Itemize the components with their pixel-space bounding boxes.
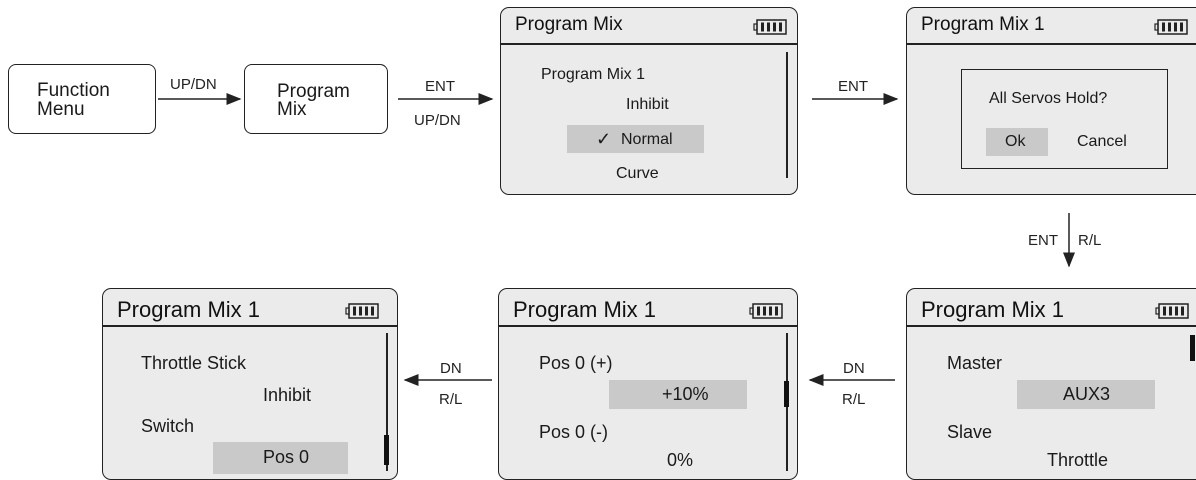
screen-title: Program Mix 1 xyxy=(921,14,1045,35)
screen-mix-select: Program Mix Program Mix 1 Inhibit ✓ Norm… xyxy=(500,7,798,195)
arrow-label-ent-1: ENT xyxy=(425,78,455,95)
program-mix-box[interactable]: Program Mix xyxy=(244,64,388,134)
title-divider xyxy=(907,325,1196,327)
battery-icon xyxy=(749,303,783,319)
title-divider xyxy=(103,325,397,327)
scrollbar-thumb[interactable] xyxy=(784,381,789,407)
slave-value[interactable]: Throttle xyxy=(1047,450,1109,470)
ok-button-label[interactable]: Ok xyxy=(1005,133,1026,150)
function-menu-box[interactable]: Function Menu xyxy=(8,64,156,134)
option-normal[interactable]: Normal xyxy=(621,131,673,148)
arrow-label-updn-1: UP/DN xyxy=(170,76,217,93)
screen-title: Program Mix 1 xyxy=(921,297,1065,322)
throttle-stick-value[interactable]: Inhibit xyxy=(263,385,312,405)
arrow-label-rl-3: R/L xyxy=(439,391,463,408)
master-value-highlight[interactable] xyxy=(1017,380,1155,409)
master-label: Master xyxy=(947,353,1003,373)
title-divider xyxy=(499,325,797,327)
switch-value-highlight[interactable] xyxy=(213,442,348,474)
screen-title: Program Mix xyxy=(515,14,623,35)
scrollbar-track[interactable] xyxy=(386,333,388,471)
screen-pos: Program Mix 1 Pos 0 (+) +10% Pos 0 (-) 0… xyxy=(498,288,798,480)
arrow-label-dn-1: DN xyxy=(843,360,865,377)
arrow-label-ent-3: ENT xyxy=(1028,232,1058,249)
function-menu-line1: Function xyxy=(37,80,110,101)
mix-heading: Program Mix 1 xyxy=(541,66,646,83)
arrow-label-rl-1: R/L xyxy=(1078,232,1102,249)
switch-label: Switch xyxy=(141,416,195,436)
pos-minus-label: Pos 0 (-) xyxy=(539,422,609,442)
arrow-label-rl-2: R/L xyxy=(842,391,866,408)
screen-title: Program Mix 1 xyxy=(513,297,657,322)
function-menu-line2: Menu xyxy=(37,99,85,120)
check-icon: ✓ xyxy=(596,129,612,149)
arrow-label-ent-2: ENT xyxy=(838,78,868,95)
ok-button[interactable] xyxy=(986,128,1048,156)
pos-minus-value[interactable]: 0% xyxy=(667,450,694,470)
program-mix-line1: Program xyxy=(277,81,350,102)
hold-question: All Servos Hold? xyxy=(989,90,1108,107)
master-value[interactable]: AUX3 xyxy=(1063,384,1111,404)
screen-title: Program Mix 1 xyxy=(117,297,261,322)
hold-dialog: All Servos Hold? Ok Cancel xyxy=(961,69,1168,169)
title-divider xyxy=(501,43,797,45)
scrollbar-thumb[interactable] xyxy=(384,435,389,465)
scrollbar-track[interactable] xyxy=(786,52,788,178)
battery-icon xyxy=(753,19,787,35)
pos-plus-value[interactable]: +10% xyxy=(662,384,709,404)
cancel-button[interactable]: Cancel xyxy=(1077,133,1127,150)
switch-value[interactable]: Pos 0 xyxy=(263,447,310,467)
battery-icon xyxy=(345,303,379,319)
screen-master: Program Mix 1 Master AUX3 Slave Throttle xyxy=(906,288,1196,480)
throttle-stick-label: Throttle Stick xyxy=(141,353,247,373)
pos-plus-value-highlight[interactable] xyxy=(609,380,747,409)
screen-hold: Program Mix 1 All Servos Hold? Ok Cancel xyxy=(906,7,1196,195)
battery-icon xyxy=(1154,19,1188,35)
option-inhibit[interactable]: Inhibit xyxy=(626,96,669,113)
pos-plus-label: Pos 0 (+) xyxy=(539,353,613,373)
title-divider xyxy=(907,43,1196,45)
screen-switch: Program Mix 1 Throttle Stick Inhibit Swi… xyxy=(102,288,398,480)
arrow-label-dn-2: DN xyxy=(440,360,462,377)
slave-label: Slave xyxy=(947,422,993,442)
arrow-label-updn-2: UP/DN xyxy=(414,112,461,129)
option-curve[interactable]: Curve xyxy=(616,165,659,182)
battery-icon xyxy=(1155,303,1189,319)
scrollbar-thumb[interactable] xyxy=(1190,335,1195,361)
option-normal-highlight[interactable] xyxy=(567,125,704,153)
program-mix-line2: Mix xyxy=(277,99,307,120)
